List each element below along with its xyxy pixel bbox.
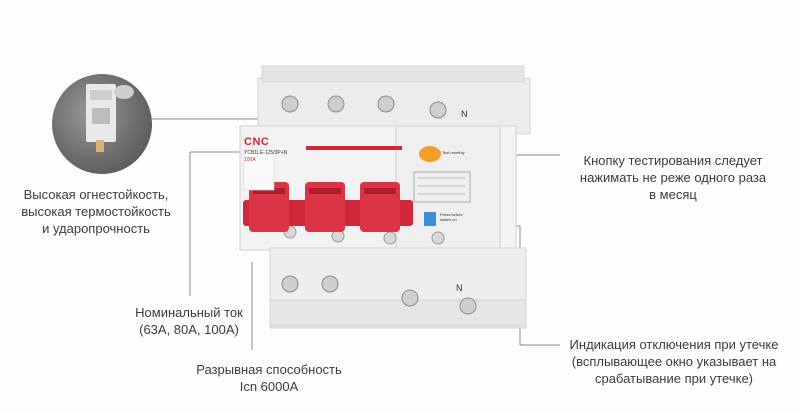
callout-leak-indicator: Индикация отключения при утечке (всплыва…: [569, 337, 779, 386]
top-screws: [281, 95, 447, 119]
neutral-top-label: N: [461, 109, 468, 119]
inset-photo: [52, 74, 152, 174]
callout-fire-resistance: Высокая огнестойкость, высокая термостой…: [21, 187, 171, 236]
callout-breaking-capacity: Разрывная способность Icn 6000А: [196, 362, 342, 394]
brand-logo: CNC: [244, 136, 270, 148]
model-label: YCB1LE-125/3P+N: [244, 150, 288, 156]
red-toggle-handles: [243, 182, 413, 232]
press-before-label: Press before switch on: [440, 212, 463, 222]
callout-rated-current: Номинальный ток (63А, 80А, 100А): [135, 305, 243, 337]
inset-device-image: [86, 84, 134, 152]
leak-indicator-icon: [424, 212, 436, 226]
test-monthly-label: Test monthly: [442, 150, 465, 155]
neutral-bottom-label: N: [456, 283, 463, 293]
test-button-icon: [419, 146, 441, 162]
callout-test-button: Кнопку тестирования следует нажимать не …: [579, 153, 767, 202]
circuit-diagram-icon: [413, 171, 471, 203]
rating-label: 100A: [244, 157, 256, 163]
bottom-screws: [281, 225, 477, 315]
